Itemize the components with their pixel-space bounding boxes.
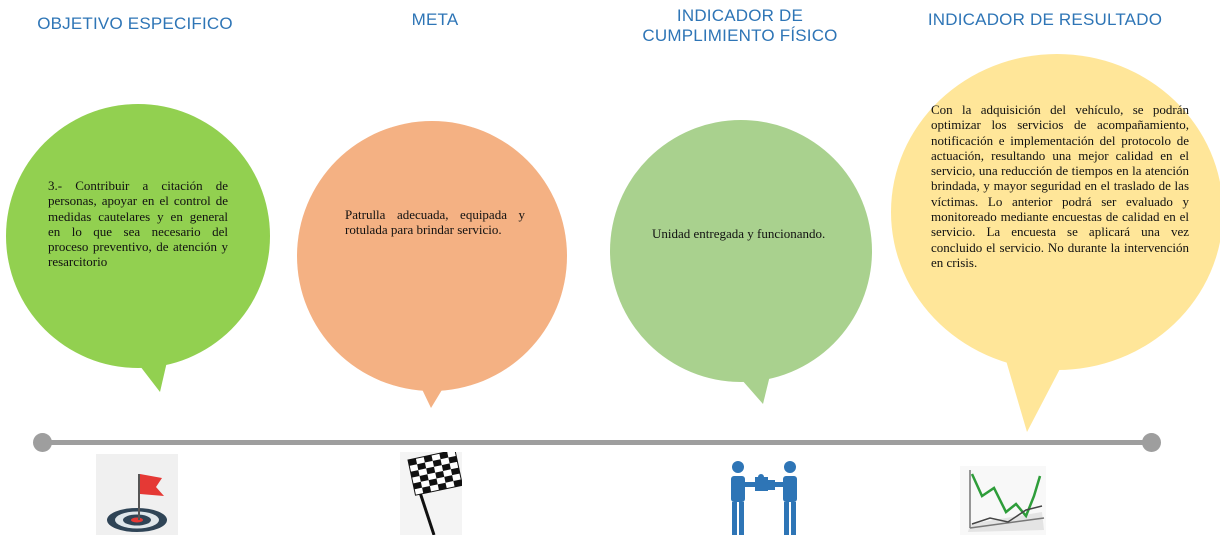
bubble-indicador-resultado-text: Con la adquisición del vehículo, se podr… bbox=[931, 102, 1189, 270]
heading-indicador-cumplimiento-fisico: INDICADOR DE CUMPLIMIENTO FÍSICO bbox=[642, 6, 838, 45]
heading-meta: META bbox=[411, 10, 459, 29]
bubble-objetivo-text: 3.- Contribuir a citación de personas, a… bbox=[48, 178, 228, 270]
bubble-indicador-fisico-text: Unidad entregada y funcionando. bbox=[652, 226, 826, 241]
heading-indicador-resultado: INDICADOR DE RESULTADO bbox=[927, 10, 1163, 29]
timeline-start-dot bbox=[33, 433, 52, 452]
growth-chart-icon bbox=[960, 466, 1046, 535]
timeline-end-dot bbox=[1142, 433, 1161, 452]
timeline-line bbox=[42, 440, 1152, 445]
bubble-objetivo bbox=[6, 104, 270, 392]
bubble-indicador-resultado bbox=[891, 54, 1220, 432]
target-flag-icon bbox=[96, 454, 178, 535]
puzzle-handshake-icon bbox=[731, 461, 797, 535]
bubble-meta-text: Patrulla adecuada, equipada y rotulada p… bbox=[345, 207, 525, 238]
bubble-meta bbox=[297, 121, 567, 408]
bubble-indicador-fisico bbox=[610, 120, 872, 404]
checkered-flag-icon bbox=[400, 452, 462, 535]
heading-objetivo-especifico: OBJETIVO ESPECIFICO bbox=[37, 14, 233, 33]
